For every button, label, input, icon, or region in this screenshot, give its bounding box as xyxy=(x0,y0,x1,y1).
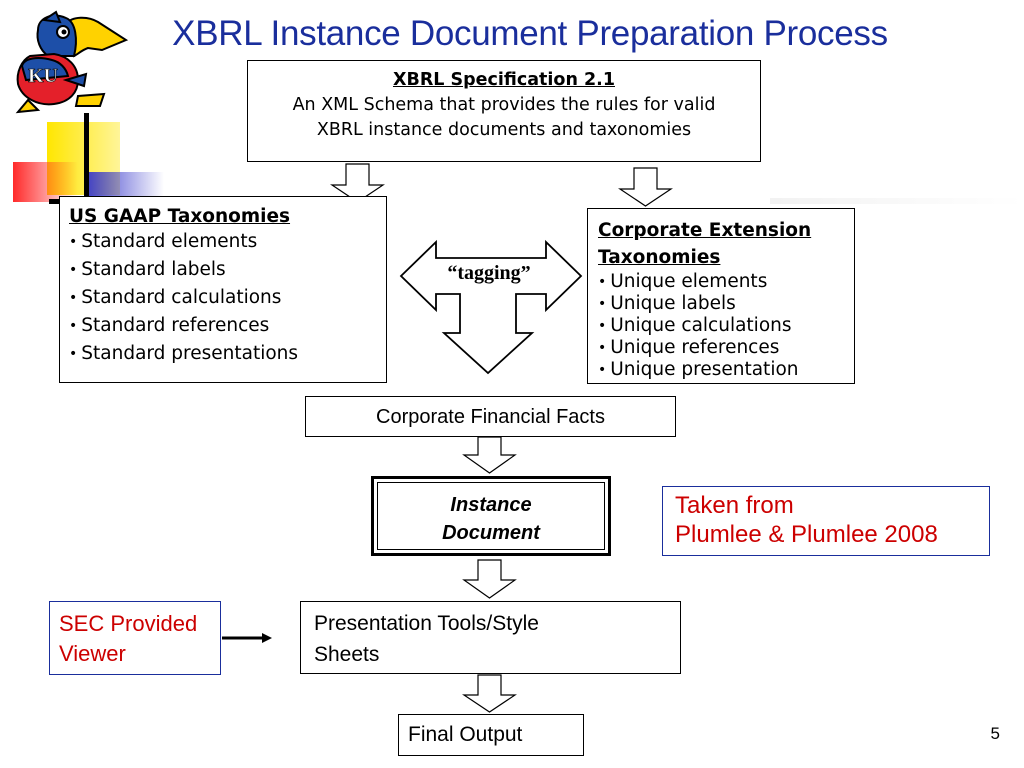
financial-facts-box: Corporate Financial Facts xyxy=(305,396,676,437)
instance-document-inner: Instance Document xyxy=(377,482,605,550)
arrow-presentation-to-final xyxy=(462,674,517,713)
gaap-item: •Standard presentations xyxy=(69,343,299,364)
sec-viewer-note: SEC Provided Viewer xyxy=(49,601,221,675)
arrow-spec-to-gaap xyxy=(330,163,385,203)
deco-blue-bar xyxy=(84,172,164,196)
xbrl-spec-box: XBRL Specification 2.1 An XML Schema tha… xyxy=(247,60,761,162)
spec-line-2: XBRL instance documents and taxonomies xyxy=(316,120,692,140)
instance-line-2: Document xyxy=(442,522,540,544)
corp-item: •Unique presentation xyxy=(598,359,799,380)
gaap-item: •Standard calculations xyxy=(69,287,282,308)
instance-document-box: Instance Document xyxy=(371,476,611,556)
arrow-instance-to-presentation xyxy=(462,559,517,599)
sec-viewer-line-1: SEC Provided xyxy=(59,611,198,636)
corporate-extension-box: Corporate Extension Taxonomies •Unique e… xyxy=(587,208,855,384)
viewer-connector-arrow xyxy=(222,633,272,643)
presentation-line-2: Sheets xyxy=(314,643,380,666)
corp-heading-line-2: Taxonomies xyxy=(598,247,721,268)
deco-vertical-line xyxy=(84,113,89,201)
gaap-item: •Standard elements xyxy=(69,231,258,252)
slide-number: 5 xyxy=(990,724,1000,743)
source-note: Taken from Plumlee & Plumlee 2008 xyxy=(662,486,990,556)
final-output-box: Final Output xyxy=(398,714,584,756)
us-gaap-box: US GAAP Taxonomies •Standard elements •S… xyxy=(59,196,387,383)
deco-red-square xyxy=(13,162,78,202)
arrow-facts-to-instance xyxy=(462,436,517,474)
sec-viewer-line-2: Viewer xyxy=(59,641,126,666)
corner-decoration xyxy=(13,113,1024,204)
presentation-tools-box: Presentation Tools/Style Sheets xyxy=(300,601,681,674)
logo-text: KU xyxy=(28,65,58,87)
corp-item: •Unique references xyxy=(598,337,780,358)
final-output-label: Final Output xyxy=(408,723,523,746)
corp-heading-line-1: Corporate Extension xyxy=(598,220,812,241)
spec-line-1: An XML Schema that provides the rules fo… xyxy=(292,95,716,115)
gaap-item: •Standard references xyxy=(69,315,270,336)
jayhawk-logo: KU xyxy=(15,10,129,114)
source-note-line-1: Taken from xyxy=(675,492,794,519)
tagging-arrow xyxy=(399,239,583,375)
corp-item: •Unique elements xyxy=(598,271,768,292)
presentation-line-1: Presentation Tools/Style xyxy=(314,612,539,635)
gaap-heading: US GAAP Taxonomies xyxy=(69,206,291,227)
spec-heading: XBRL Specification 2.1 xyxy=(392,70,615,90)
deco-fade-line xyxy=(770,198,1024,204)
tagging-label: “tagging” xyxy=(447,262,531,284)
corp-item: •Unique labels xyxy=(598,293,736,314)
instance-line-1: Instance xyxy=(450,494,532,516)
corp-item: •Unique calculations xyxy=(598,315,792,336)
gaap-item: •Standard labels xyxy=(69,259,226,280)
source-note-line-2: Plumlee & Plumlee 2008 xyxy=(675,521,938,548)
facts-label: Corporate Financial Facts xyxy=(376,406,605,428)
arrow-spec-to-corp xyxy=(618,167,673,207)
slide-title: XBRL Instance Document Preparation Proce… xyxy=(172,14,888,53)
